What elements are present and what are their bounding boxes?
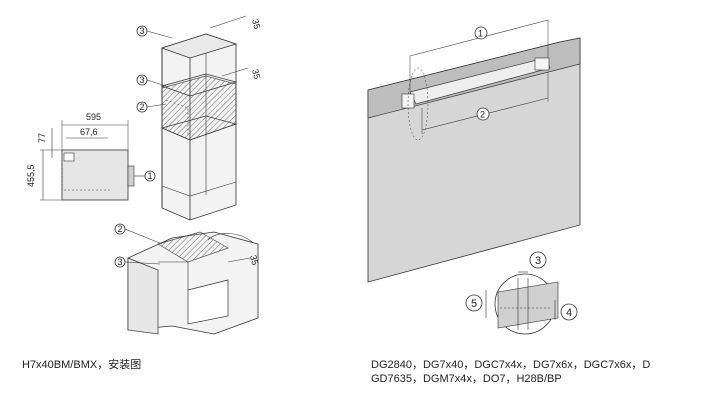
- callout-1-right-label: 1: [478, 29, 483, 39]
- oven-front-panel: [367, 37, 581, 283]
- installation-diagram-left: 595 67,6 455,5 77 1: [0, 0, 350, 414]
- callout-2-right-label: 2: [480, 110, 485, 120]
- callout-2-upper-marker: [136, 101, 167, 113]
- callout-3-middle-marker: [136, 74, 167, 87]
- callout-2-lower-marker: [114, 223, 163, 245]
- right-caption-line-2: GD7635，DGM7x4x，DO7，H28B/BP: [371, 373, 562, 385]
- dim-width-label: 595: [86, 112, 101, 122]
- right-caption-line-1: DG2840，DG7x40，DGC7x4x，DG7x6x，DGC7x6x，D: [371, 359, 651, 371]
- callout-3-lower-label: 3: [118, 257, 123, 267]
- dim-top-offset-label: 77: [37, 133, 47, 143]
- dim-gap-lower-label: 35: [248, 254, 260, 266]
- left-caption: H7x40BM/BMX，安装图: [22, 359, 142, 371]
- installation-drawing: 595 67,6 455,5 77 1: [26, 15, 262, 335]
- callout-3-top-label: 3: [140, 26, 145, 36]
- callout-1-label: 1: [148, 171, 153, 181]
- callout-3-lower-marker: [114, 256, 161, 268]
- detail-circle: [485, 271, 559, 335]
- callout-1-marker: [144, 170, 156, 182]
- oven-side-view: [40, 120, 146, 201]
- callout-2-upper-label: 2: [140, 102, 145, 112]
- callout-2-lower-label: 2: [118, 224, 123, 234]
- callout-4-right-marker: [560, 303, 578, 321]
- callout-3-right-marker: [529, 251, 547, 269]
- callout-4-right-label: 4: [566, 307, 572, 319]
- dim-gap-upper-label: 35: [250, 18, 262, 30]
- callout-5-right-label: 5: [471, 298, 477, 310]
- callout-3-right-label: 3: [535, 255, 541, 267]
- base-cabinet-drawing: [127, 231, 259, 335]
- dim-inner-offset-label: 67,6: [80, 127, 98, 137]
- callout-2-right-marker: [476, 107, 490, 121]
- tall-cabinet-drawing: [160, 15, 249, 221]
- callout-1-right-marker: [474, 26, 488, 40]
- callout-5-right-marker: [465, 294, 483, 312]
- callout-3-middle-label: 3: [140, 75, 145, 85]
- installation-diagram-right: 1 2 3 4: [355, 0, 715, 414]
- dim-height-label: 455,5: [26, 164, 36, 187]
- oven-front-drawing: 1 2 3 4: [367, 19, 581, 335]
- dim-gap-middle-label: 35: [250, 68, 262, 80]
- callout-3-top-marker: [136, 25, 173, 39]
